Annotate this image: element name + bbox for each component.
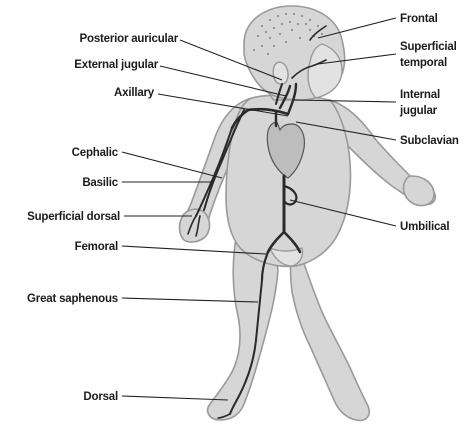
label-femoral: Femoral	[75, 241, 118, 253]
label-dorsal: Dorsal	[83, 391, 118, 403]
label-superficial-temporal-line1: Superficial	[400, 41, 457, 53]
label-frontal: Frontal	[400, 13, 438, 25]
label-cephalic: Cephalic	[72, 147, 119, 159]
left-leg	[291, 240, 370, 420]
torso	[226, 95, 351, 266]
leader-dorsal	[122, 396, 228, 400]
label-internal-jugular-line2: jugular	[399, 105, 438, 117]
label-umbilical: Umbilical	[400, 221, 449, 233]
left-hand	[403, 176, 434, 206]
label-great-saphenous: Great saphenous	[27, 293, 118, 305]
ear	[273, 62, 288, 84]
label-superficial-dorsal: Superficial dorsal	[27, 211, 120, 223]
label-subclavian: Subclavian	[400, 135, 459, 147]
label-internal-jugular-line1: Internal	[400, 89, 440, 101]
right-leg	[208, 238, 278, 420]
right-hand	[180, 209, 210, 242]
left-labels: Posterior auricular External jugular Axi…	[27, 33, 179, 403]
label-posterior-auricular: Posterior auricular	[80, 33, 179, 45]
label-basilic: Basilic	[82, 177, 118, 189]
label-axillary: Axillary	[114, 87, 155, 99]
label-superficial-temporal-line2: temporal	[400, 57, 447, 69]
label-external-jugular: External jugular	[74, 59, 158, 71]
